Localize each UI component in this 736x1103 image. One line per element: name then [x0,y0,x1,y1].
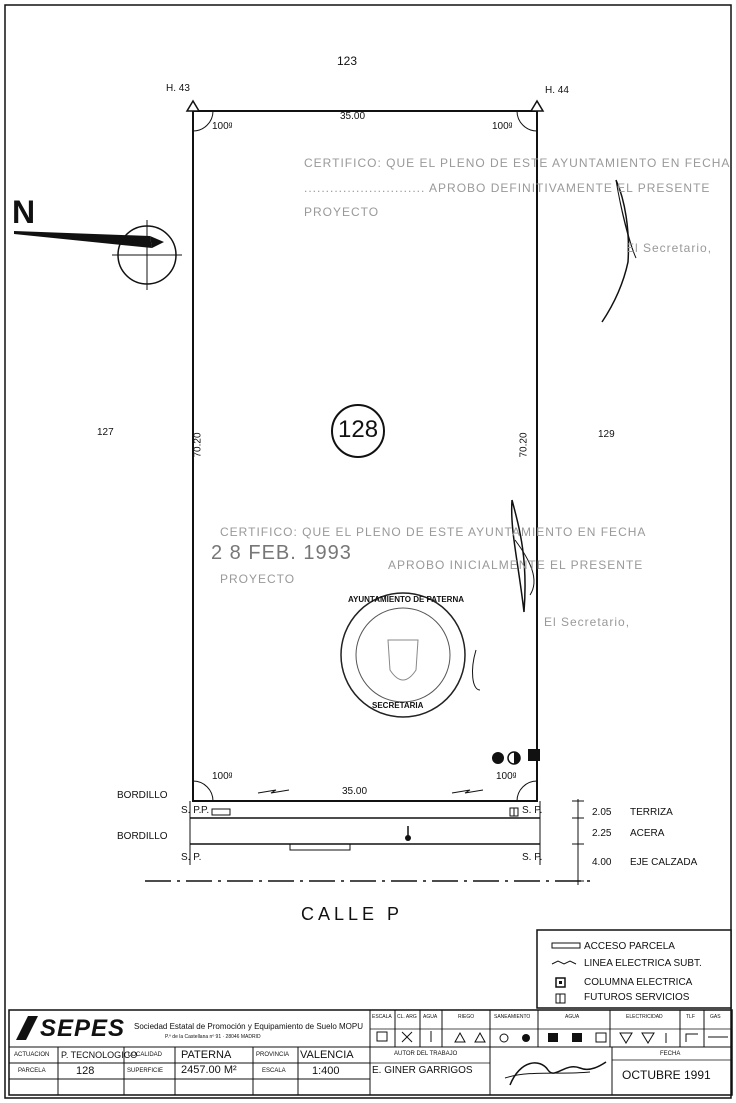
seal-bottom-text: SECRETARIA [372,701,424,710]
parcel-number: 128 [338,416,379,443]
width-bottom-label: 35.00 [342,786,368,797]
col-header-4: SANEAMIENTO [494,1014,531,1020]
section-label-2: EJE CALZADA [630,857,698,868]
legend-item-line: LINEA ELECTRICA SUBT. [584,958,702,969]
col-header-3: RIEGO [458,1014,475,1020]
width-top-label: 35.00 [340,111,366,122]
section-dim-1: 2.25 [592,828,612,839]
actuacion-label: ACTUACION [14,1052,50,1058]
corner-angle-bl: 100ᵍ [212,771,233,782]
col-header-8: GAS [710,1014,721,1020]
neighbor-top-label: 123 [337,54,358,68]
cert-1-signature: El Secretario, [626,241,713,255]
superficie-label: SUPERFICIE [127,1068,164,1074]
col-header-7: TLF [686,1014,695,1020]
parcela-label: PARCELA [18,1068,46,1074]
sp-label-tl: S. P. [181,805,202,816]
pr-mark-label: P. [201,805,210,816]
sp-label-tr: S. P. [522,805,543,816]
neighbor-right-label: 129 [598,429,615,440]
cert-2-date: 2 8 FEB. 1993 [211,542,352,564]
col-header-6: ELECTRICIDAD [626,1014,663,1020]
fecha-label: FECHA [660,1051,681,1057]
cert-1-line2: ............................ APROBO DEFI… [304,181,711,195]
sp-label-bl: S. P. [181,852,202,863]
section-dim-0: 2.05 [592,807,612,818]
hito-right-label: H. 44 [545,85,569,96]
col-header-5: AGUA [565,1014,580,1020]
cert-2-line3: PROYECTO [220,572,296,586]
localidad-value: PATERNA [181,1049,232,1061]
cert-2-line2: APROBO INICIALMENTE EL PRESENTE [388,558,644,572]
neighbor-left-label: 127 [97,427,114,438]
sepes-logo: SEPES [40,1015,126,1042]
corner-angle-tl: 100ᵍ [212,121,233,132]
superficie-value: 2457.00 M² [181,1064,237,1076]
section-dim-2: 4.00 [592,857,612,868]
col-header-2: AGUA [423,1014,438,1020]
provincia-label: PROVINCIA [256,1052,290,1058]
cert-1-line1: CERTIFICO: QUE EL PLENO DE ESTE AYUNTAMI… [304,156,731,170]
bordillo-label-1: BORDILLO [117,790,168,801]
section-label-0: TERRIZA [630,807,673,818]
seal-top-text: AYUNTAMIENTO DE PATERNA [348,595,465,604]
bordillo-label-2: BORDILLO [117,831,168,842]
corner-angle-tr: 100ᵍ [492,121,513,132]
company-address: P.º de la Castellana nº 91 · 28046 MADRI… [165,1034,261,1040]
access-marker [289,843,351,851]
cert-1-line3: PROYECTO [304,205,380,219]
corner-angle-br: 100ᵍ [496,771,517,782]
parcel-outline [192,110,538,802]
provincia-value: VALENCIA [300,1049,354,1061]
localidad-label: LOCALIDAD [128,1052,163,1058]
sp-label-br: S. P. [522,852,543,863]
cert-2-signature: El Secretario, [544,615,631,629]
legend-item-column: COLUMNA ELECTRICA [584,977,693,988]
hito-left-label: H. 43 [166,83,190,94]
col-header-1: CL. ARG [397,1014,417,1020]
autor-value: E. GINER GARRIGOS [372,1065,473,1076]
actuacion-value: P. TECNOLOGICO [61,1050,138,1060]
hito-right-marker [529,99,545,112]
section-label-1: ACERA [630,828,665,839]
cert-2-line1: CERTIFICO: QUE EL PLENO DE ESTE AYUNTAMI… [220,525,647,539]
legend-item-services: FUTUROS SERVICIOS [584,992,690,1003]
escala-label: ESCALA [262,1068,286,1074]
side-right-label: 70.20 [518,432,530,458]
escala-value: 1:400 [312,1065,340,1077]
col-header-0: ESCALA [372,1014,392,1020]
parcela-value: 128 [76,1065,95,1077]
hito-left-marker [185,99,201,112]
north-label: N [12,194,36,230]
legend-item-access: ACCESO PARCELA [584,941,675,952]
street-name: CALLE P [301,904,404,924]
autor-label: AUTOR DEL TRABAJO [394,1051,458,1057]
side-left-label: 70.20 [192,432,204,458]
fecha-value: OCTUBRE 1991 [622,1068,711,1082]
company-name: Sociedad Estatal de Promoción y Equipami… [134,1022,364,1031]
